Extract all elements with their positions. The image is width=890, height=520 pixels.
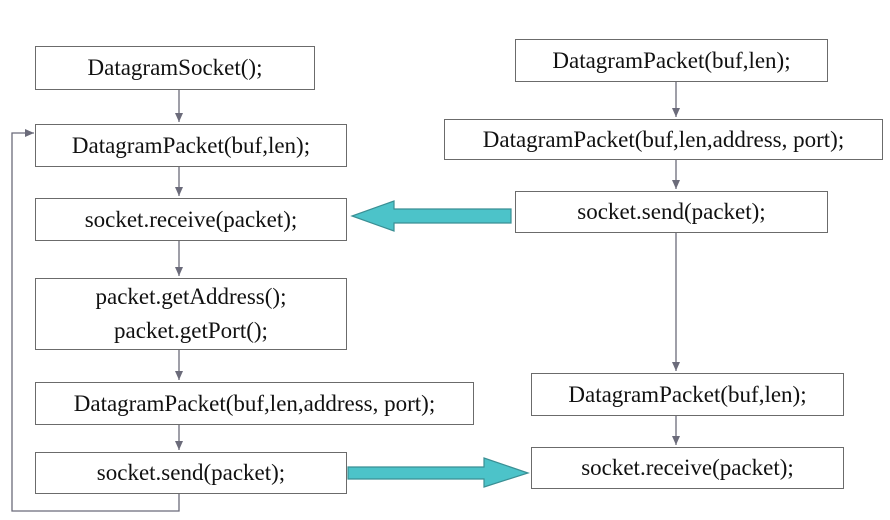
server-receive-label: socket.receive(packet);: [84, 206, 298, 232]
loop-back-connector: [11, 129, 180, 512]
client-send-packet-label: DatagramPacket(buf,len,address, port);: [482, 126, 845, 152]
client-send-label: socket.send(packet);: [577, 199, 766, 224]
client-receive-packet-label: DatagramPacket(buf,len);: [568, 381, 807, 407]
server-send-label: socket.send(packet);: [96, 460, 286, 485]
server-reply-packet-label: DatagramPacket(buf,len,address, port);: [73, 390, 436, 416]
client-buffer-packet-box: DatagramPacket(buf,len);: [515, 39, 828, 82]
server-get-address-label: packet.getAddress();: [95, 284, 287, 309]
server-datagram-socket-label: DatagramSocket();: [87, 55, 263, 80]
client-to-server-block-arrow: [350, 200, 512, 232]
server-to-client-block-arrow: [347, 457, 530, 488]
server-receive-packet-box: DatagramPacket(buf,len);: [35, 124, 347, 167]
client-receive-packet-box: DatagramPacket(buf,len);: [531, 373, 844, 416]
client-send-box: socket.send(packet);: [515, 191, 828, 233]
server-get-address-port-box: packet.getAddress(); packet.getPort();: [35, 278, 347, 350]
server-receive-packet-label: DatagramPacket(buf,len);: [71, 132, 311, 158]
client-receive-label: socket.receive(packet);: [581, 455, 794, 480]
client-receive-box: socket.receive(packet);: [531, 447, 844, 489]
server-get-port-label: packet.getPort();: [114, 318, 268, 343]
server-receive-box: socket.receive(packet);: [35, 198, 347, 241]
server-send-box: socket.send(packet);: [35, 452, 347, 494]
server-reply-packet-box: DatagramPacket(buf,len,address, port);: [35, 382, 474, 425]
client-buffer-packet-label: DatagramPacket(buf,len);: [552, 47, 791, 73]
client-send-packet-box: DatagramPacket(buf,len,address, port);: [444, 119, 883, 160]
server-datagram-socket-box: DatagramSocket();: [35, 46, 315, 90]
